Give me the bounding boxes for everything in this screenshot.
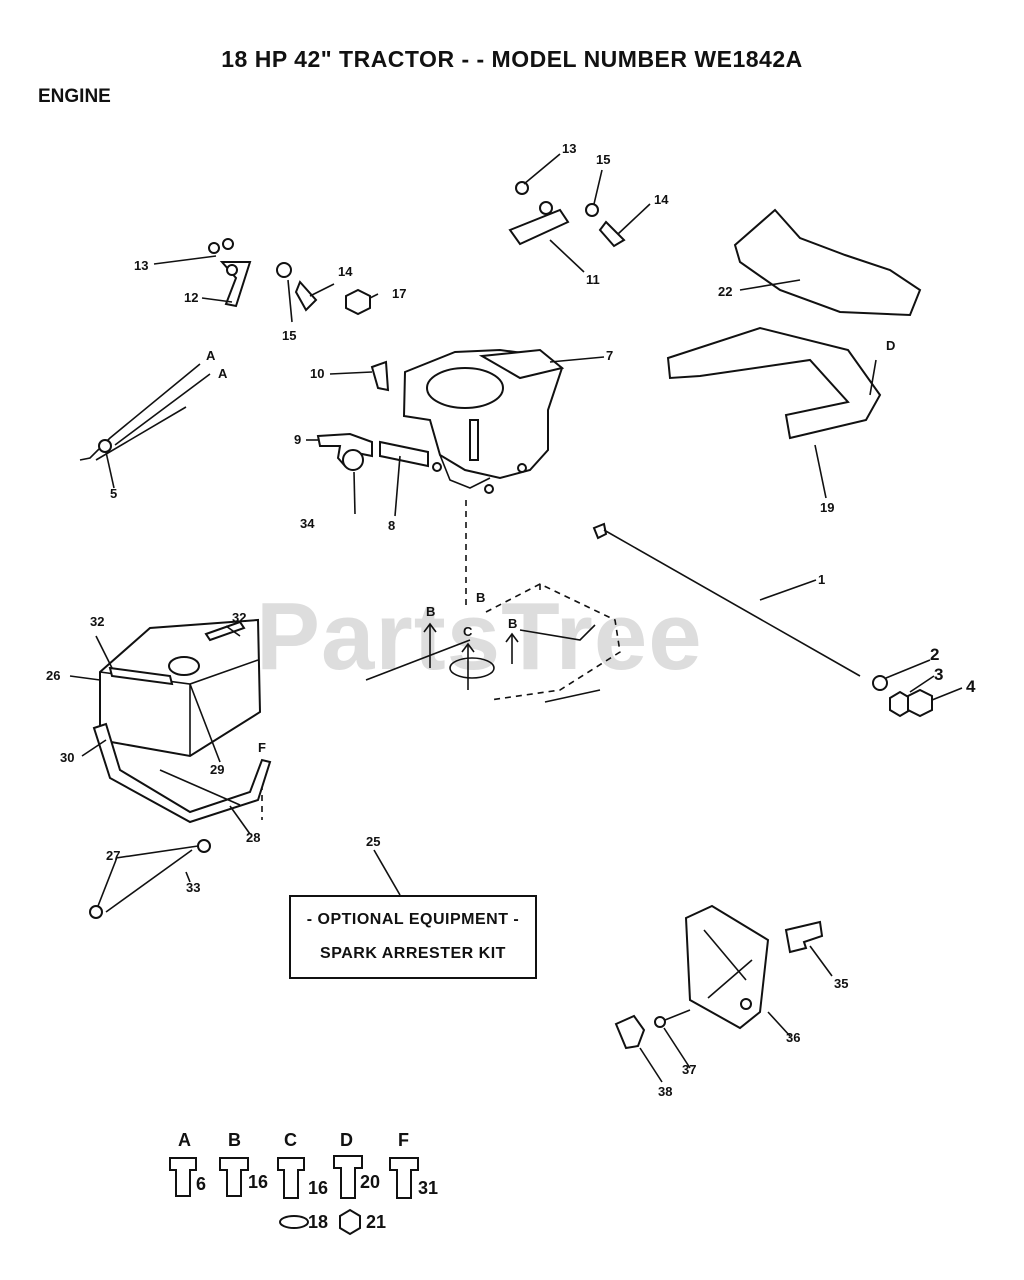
callout-7: 7 <box>606 348 613 363</box>
reference-arrows <box>423 622 519 690</box>
reference-letters: A A B B B C D F <box>206 338 895 755</box>
callout-4: 4 <box>966 677 976 696</box>
callout-labels: 1 2 3 4 5 7 8 9 10 11 12 13 13 14 14 15 … <box>46 141 976 1099</box>
hardware-nut: 21 <box>339 1208 386 1236</box>
hardware-letter-d: D <box>340 1130 353 1150</box>
fuel-tank <box>99 618 262 758</box>
callout-13b: 13 <box>562 141 576 156</box>
hardware-number-d: 20 <box>360 1172 380 1192</box>
ref-a-2: A <box>218 366 228 381</box>
hardware-item-c: C 16 <box>277 1130 328 1199</box>
callout-11: 11 <box>586 272 600 287</box>
hardware-number-c: 16 <box>308 1178 328 1198</box>
section-label: ENGINE <box>38 86 111 107</box>
ref-a-1: A <box>206 348 216 363</box>
hardware-number-f: 31 <box>418 1178 438 1198</box>
optional-equipment-label: - OPTIONAL EQUIPMENT - <box>306 911 520 928</box>
callout-32b: 32 <box>232 610 246 625</box>
hardware-letter-c: C <box>284 1130 297 1150</box>
callout-36: 36 <box>786 1030 800 1045</box>
hardware-item-d: D 20 <box>333 1130 380 1199</box>
callout-13: 13 <box>134 258 148 273</box>
callout-26: 26 <box>46 668 60 683</box>
page-title: 18 HP 42" TRACTOR - - MODEL NUMBER WE184… <box>221 46 803 72</box>
tube-part <box>508 181 626 248</box>
hardware-number-18: 18 <box>308 1212 328 1232</box>
callout-8: 8 <box>388 518 395 533</box>
callout-30: 30 <box>60 750 74 765</box>
bolt-part <box>784 920 824 954</box>
callout-38: 38 <box>658 1084 672 1099</box>
callout-28: 28 <box>246 830 260 845</box>
mounting-plate <box>684 904 770 1030</box>
hardware-legend: A 6 B 16 C 16 D 20 F 31 18 <box>169 1130 438 1236</box>
hardware-letter-b: B <box>228 1130 241 1150</box>
engine-part <box>402 348 565 494</box>
callout-37: 37 <box>682 1062 696 1077</box>
ref-c-1: C <box>463 624 473 639</box>
callout-15b: 15 <box>596 152 610 167</box>
tank-bracket <box>92 722 272 824</box>
hardware-item-b: B 16 <box>219 1130 268 1197</box>
callout-5: 5 <box>110 486 117 501</box>
dipstick-part <box>592 522 933 718</box>
hardware-letter-a: A <box>178 1130 191 1150</box>
hardware-number-21: 21 <box>366 1212 386 1232</box>
spark-arrester-label: SPARK ARRESTER KIT <box>320 945 506 962</box>
optional-equipment-box: - OPTIONAL EQUIPMENT - SPARK ARRESTER KI… <box>289 895 537 979</box>
hardware-number-a: 6 <box>196 1174 206 1194</box>
throttle-cable <box>79 363 211 461</box>
leader-lines <box>69 153 963 1083</box>
callout-17: 17 <box>392 286 406 301</box>
callout-34: 34 <box>300 516 315 531</box>
ref-b-3: B <box>508 616 517 631</box>
callout-3: 3 <box>934 665 943 684</box>
watermark: PartsTree <box>256 583 703 690</box>
elbow-pipe <box>316 432 429 468</box>
ref-b-1: B <box>426 604 435 619</box>
ref-f-1: F <box>258 740 266 755</box>
hardware-washer: 18 <box>279 1212 328 1232</box>
callout-35: 35 <box>834 976 848 991</box>
callout-27: 27 <box>106 848 120 863</box>
ref-d-1: D <box>886 338 895 353</box>
frame-outline <box>261 500 621 820</box>
callout-2: 2 <box>930 645 939 664</box>
clip-part <box>614 1009 691 1050</box>
bracket-part <box>370 360 390 392</box>
hardware-letter-f: F <box>398 1130 409 1150</box>
callout-12: 12 <box>184 290 198 305</box>
callout-19: 19 <box>820 500 834 515</box>
callout-1: 1 <box>818 572 825 587</box>
callout-15: 15 <box>282 328 296 343</box>
callout-25: 25 <box>366 834 380 849</box>
linkage-part <box>208 238 371 316</box>
ref-b-2: B <box>476 590 485 605</box>
callout-9: 9 <box>294 432 301 447</box>
callout-22: 22 <box>718 284 732 299</box>
callout-29: 29 <box>210 762 224 777</box>
shield-part-2 <box>666 326 882 440</box>
nut-part <box>342 449 364 471</box>
callout-14b: 14 <box>654 192 669 207</box>
hardware-item-a: A 6 <box>169 1130 206 1197</box>
hardware-number-b: 16 <box>248 1172 268 1192</box>
shield-part <box>733 208 922 317</box>
callout-33: 33 <box>186 880 200 895</box>
hardware-item-f: F 31 <box>389 1130 438 1199</box>
callout-14: 14 <box>338 264 353 279</box>
callout-10: 10 <box>310 366 324 381</box>
callout-32: 32 <box>90 614 104 629</box>
